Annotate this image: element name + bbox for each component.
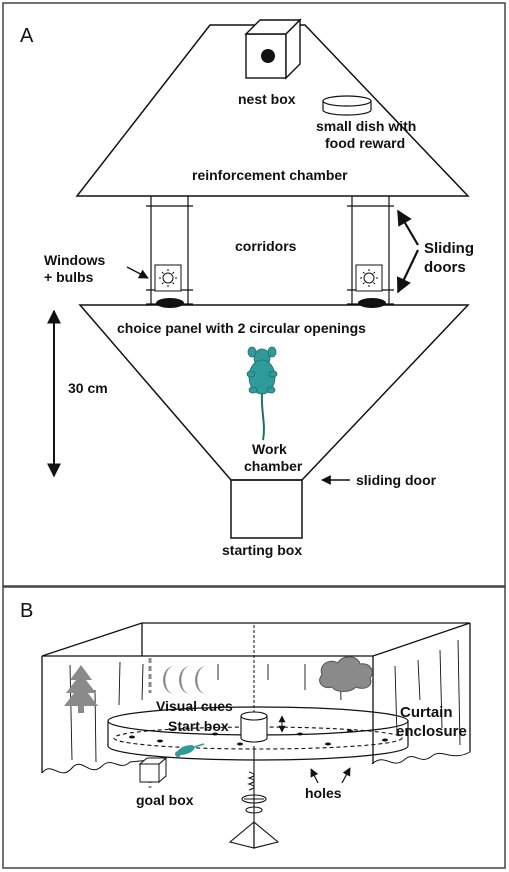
room-outline bbox=[41, 622, 471, 773]
tree-icon bbox=[64, 665, 98, 713]
bulb-window-right-icon bbox=[355, 264, 383, 292]
food-dish-icon bbox=[322, 95, 372, 116]
choice-panel-label: choice panel with 2 circular openings bbox=[117, 320, 366, 336]
curtain-folds bbox=[69, 639, 461, 763]
goal-box-icon bbox=[138, 756, 168, 784]
windows-label-1: Windows bbox=[44, 252, 106, 268]
sliding-doors-label-1: Sliding bbox=[424, 240, 474, 257]
nest-box-icon bbox=[244, 18, 302, 80]
holes-arrow-1 bbox=[310, 768, 319, 784]
start-box-label: Start box bbox=[168, 718, 229, 734]
distance-label: 30 cm bbox=[68, 380, 108, 396]
starting-box-label: starting box bbox=[222, 542, 302, 558]
visual-cues-label: Visual cues bbox=[156, 698, 233, 714]
nest-box-label: nest box bbox=[238, 91, 296, 107]
food-dish-label-1: small dish with bbox=[316, 118, 416, 134]
work-chamber-label-1: Work bbox=[252, 441, 287, 457]
sliding-doors-arrow-down bbox=[397, 249, 419, 294]
sliding-doors-label-2: doors bbox=[424, 259, 466, 276]
curtain-bottom bbox=[41, 751, 471, 774]
corridors-label: corridors bbox=[235, 238, 297, 254]
holes-arrow-2 bbox=[341, 767, 351, 784]
platform-holes bbox=[129, 729, 388, 746]
starting-box bbox=[230, 479, 303, 539]
moons-icon bbox=[163, 666, 206, 694]
windows-label-2: + bulbs bbox=[44, 269, 94, 285]
platform-mouse-icon bbox=[175, 743, 205, 757]
reinforcement-chamber-label: reinforcement chamber bbox=[192, 167, 348, 183]
holes-label: holes bbox=[305, 785, 342, 801]
cloud-icon bbox=[319, 656, 373, 692]
panel-b-letter: B bbox=[20, 600, 33, 622]
work-chamber-label-2: chamber bbox=[244, 458, 303, 474]
sliding-door-label: sliding door bbox=[356, 472, 437, 488]
tripod-base bbox=[228, 820, 280, 849]
sliding-doors-arrow-up bbox=[397, 209, 419, 246]
spindle bbox=[241, 746, 267, 822]
curtain-label-1: Curtain bbox=[400, 704, 453, 721]
panel-a-letter: A bbox=[20, 25, 34, 47]
goal-box-label: goal box bbox=[136, 792, 194, 808]
panel-a-border bbox=[2, 2, 506, 587]
food-dish-label-2: food reward bbox=[325, 135, 405, 151]
mouse-icon bbox=[246, 346, 278, 441]
start-box-cylinder bbox=[240, 711, 268, 743]
windows-arrow bbox=[126, 266, 149, 279]
panel-b-border bbox=[2, 586, 506, 869]
opening-right bbox=[358, 298, 386, 308]
curtain-label-2: enclosure bbox=[396, 723, 467, 740]
opening-left bbox=[156, 298, 184, 308]
bulb-window-left-icon bbox=[154, 264, 182, 292]
